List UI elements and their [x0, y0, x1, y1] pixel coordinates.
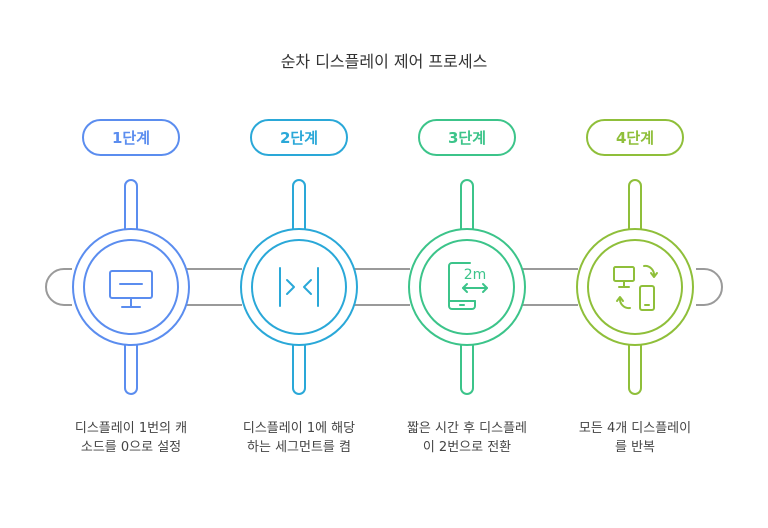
step-1: 1단계 [72, 119, 190, 395]
step-2-description-line-2: 하는 세그먼트를 켬 [247, 440, 351, 455]
step-1-pill [82, 119, 180, 156]
step-4-description: 모든 4개 디스플레이 를 반복 [560, 419, 710, 457]
step-3: 3단계 2m [408, 119, 526, 395]
step-2: 2단계 [240, 119, 358, 395]
step-4-inner-circle [587, 239, 683, 335]
step-4: 4단계 [576, 119, 694, 395]
step-4-description-line-1: 모든 4개 디스플레이 [578, 421, 692, 436]
split-arrows-icon [279, 267, 319, 307]
step-3-description: 짧은 시간 후 디스플레 이 2번으로 전환 [392, 419, 542, 457]
step-2-label: 2단계 [280, 129, 318, 147]
step-3-pill [418, 119, 516, 156]
diagram-title: 순차 디스플레이 제어 프로세스 [280, 52, 488, 71]
step-1-description-line-2: 소드를 0으로 설정 [80, 440, 182, 455]
connector-rail [45, 268, 723, 306]
step-2-pill [250, 119, 348, 156]
step-4-description-line-2: 를 반복 [614, 440, 655, 455]
step-3-label: 3단계 [448, 129, 486, 147]
step-1-inner-circle [83, 239, 179, 335]
step-1-description-line-1: 디스플레이 1번의 캐 [74, 421, 188, 436]
step-3-description-line-2: 이 2번으로 전환 [422, 440, 512, 455]
step-2-description-line-1: 디스플레이 1에 해당 [242, 421, 356, 436]
step-2-description: 디스플레이 1에 해당 하는 세그먼트를 켬 [224, 419, 374, 457]
switch-display-icon [448, 262, 488, 310]
switch-display-icon-text: 2m [464, 267, 487, 283]
step-1-label: 1단계 [112, 129, 150, 147]
step-4-pill [586, 119, 684, 156]
repeat-devices-icon [613, 264, 658, 311]
step-2-inner-circle [251, 239, 347, 335]
step-4-label: 4단계 [616, 129, 654, 147]
step-1-description: 디스플레이 1번의 캐 소드를 0으로 설정 [56, 419, 206, 457]
monitor-icon [109, 270, 153, 308]
step-3-description-line-1: 짧은 시간 후 디스플레 [406, 421, 528, 436]
